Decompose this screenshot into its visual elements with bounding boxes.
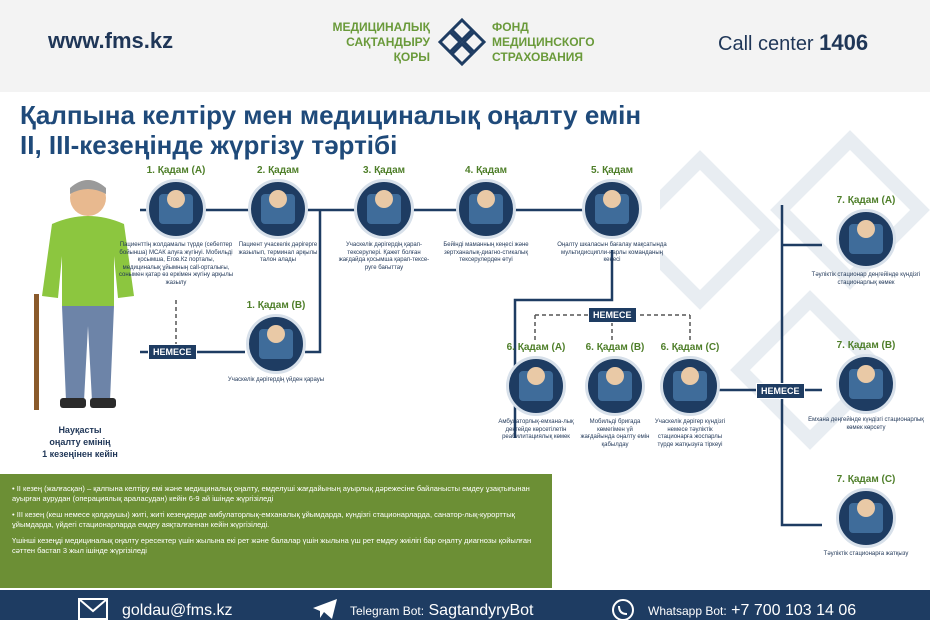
elderly-patient-illustration bbox=[34, 180, 134, 410]
telegram-icon bbox=[313, 599, 337, 619]
fund-logo-icon bbox=[437, 17, 487, 67]
or-badge-right: НЕМЕСЕ bbox=[756, 383, 805, 399]
team-meeting-icon bbox=[582, 179, 642, 239]
hospital-referral-icon bbox=[660, 356, 720, 416]
stage-info-box: • II кезең (жалғасқан) – қалпына келтіру… bbox=[0, 474, 552, 588]
step-5[interactable]: 5. Қадам Оңалту шкаласын бағалау мақсаты… bbox=[557, 165, 667, 263]
site-url[interactable]: www.fms.kz bbox=[48, 28, 174, 53]
info-stage-3: • III кезең (кеш немесе қолдаушы) житі, … bbox=[12, 510, 515, 529]
footer-telegram[interactable]: Telegram Bot: SagtandyryBot bbox=[350, 602, 534, 619]
clinic-building-icon bbox=[146, 179, 206, 239]
hospital-bed-icon bbox=[836, 488, 896, 548]
step-6b[interactable]: 6. Қадам (В) Мобильді бригада көмегімен … bbox=[580, 342, 650, 448]
outpatient-rehab-icon bbox=[506, 356, 566, 416]
background-pattern bbox=[660, 130, 930, 450]
patient-caption: Науқасты оңалту емінің 1 кезеңінен кейін bbox=[42, 425, 118, 459]
step-6a[interactable]: 6. Қадам (А) Амбулаторлық-емхана-лық дең… bbox=[498, 342, 574, 440]
or-badge-center: НЕМЕСЕ bbox=[588, 307, 637, 323]
footer: goldau@fms.kz Telegram Bot: SagtandyryBo… bbox=[0, 590, 930, 620]
step-3[interactable]: 3. Қадам Учаскелік дәрігердің қарап-текс… bbox=[338, 165, 430, 271]
day-hospital-icon bbox=[836, 354, 896, 414]
terminal-ticket-icon bbox=[248, 179, 308, 239]
logo-text-kz: МЕДИЦИНАЛЫҚ САҚТАНДЫРУ ҚОРЫ bbox=[332, 20, 430, 64]
step-7b[interactable]: 7. Қадам (В) Емхана деңгейінде күндізгі … bbox=[808, 340, 924, 431]
envelope-icon bbox=[78, 598, 108, 620]
or-badge-left: НЕМЕСЕ bbox=[148, 344, 197, 360]
step-7a[interactable]: 7. Қадам (А) Тәуліктік стационар деңгейі… bbox=[811, 195, 921, 286]
mobile-team-icon bbox=[585, 356, 645, 416]
whatsapp-icon bbox=[612, 599, 634, 620]
home-visit-icon bbox=[246, 314, 306, 374]
info-stage-2: • II кезең (жалғасқан) – қалпына келтіру… bbox=[12, 484, 530, 503]
doctor-consultation-icon bbox=[354, 179, 414, 239]
step-7c[interactable]: 7. Қадам (С) Тәуліктік стационарға жатқы… bbox=[823, 474, 909, 557]
page-title: Қалпына келтіру мен медициналық оңалту е… bbox=[20, 100, 642, 160]
step-1a[interactable]: 1. Қадам (А) Пациенттің жолдамалы түрде … bbox=[118, 165, 234, 286]
step-6c[interactable]: 6. Қадам (С) Учаскелік дәрігер күндізгі … bbox=[654, 342, 726, 448]
info-frequency: Үшінші кезеңді медициналық оңалту ересек… bbox=[12, 536, 532, 555]
lab-test-icon bbox=[456, 179, 516, 239]
step-1b[interactable]: 1. Қадам (В) Учаскелік дәрігердің үйден … bbox=[227, 300, 325, 383]
footer-whatsapp[interactable]: Whatsapp Bot: +7 700 103 14 06 bbox=[648, 602, 857, 619]
call-center[interactable]: Call center 1406 bbox=[718, 30, 869, 55]
step-4[interactable]: 4. Қадам Бейінді маманның кеңесі және зе… bbox=[443, 165, 529, 263]
footer-email[interactable]: goldau@fms.kz bbox=[122, 602, 233, 619]
inpatient-rehab-icon bbox=[836, 209, 896, 269]
step-2[interactable]: 2. Қадам Пациент учаскелік дәрігерге жаз… bbox=[238, 165, 318, 263]
logo-text-ru: ФОНД МЕДИЦИНСКОГО СТРАХОВАНИЯ bbox=[492, 20, 595, 64]
header: www.fms.kz МЕДИЦИНАЛЫҚ САҚТАНДЫРУ ҚОРЫ Ф… bbox=[0, 0, 930, 92]
